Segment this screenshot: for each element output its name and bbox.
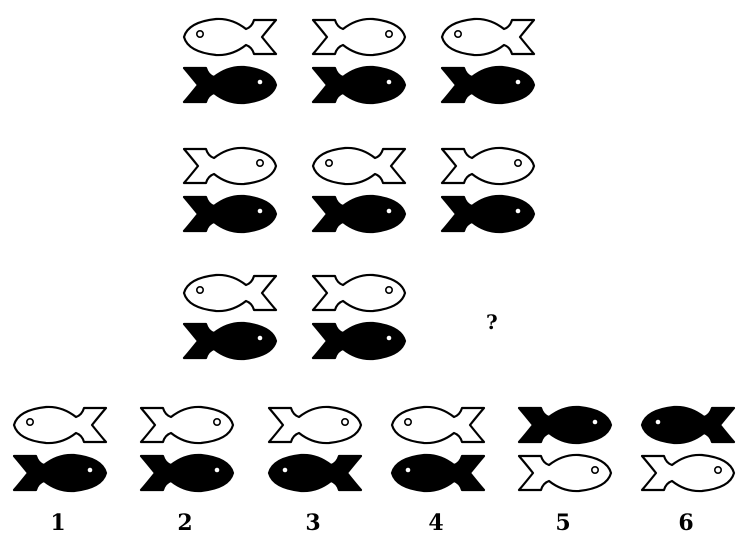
fish-eye [258,209,263,214]
fish-body [313,67,405,103]
fish-eye [593,420,598,425]
fish-body [313,196,405,232]
fish-eye [516,209,521,214]
black-fish-right-icon [438,191,538,237]
black-fish-left-icon [265,450,365,496]
option-label-3: 3 [298,512,328,534]
fish-body [313,323,405,359]
white-fish-right-icon [638,450,736,496]
black-fish-right-icon [180,318,280,364]
white-fish-right-icon [265,402,365,448]
fish-eye [715,467,721,473]
fish-eye [88,468,93,473]
white-fish-right-icon [309,270,409,316]
fish-eye [214,419,220,425]
fish-eye [342,419,348,425]
option-label-6: 6 [671,512,701,534]
fish-eye [515,160,521,166]
fish-eye [326,160,332,166]
fish-eye [386,287,392,293]
fish-eye [386,31,392,37]
fish-body [442,67,534,103]
black-fish-right-icon [180,62,280,108]
fish-body [141,455,233,491]
fish-eye [405,419,411,425]
fish-body [184,323,276,359]
fish-eye [197,287,203,293]
white-fish-left-icon [309,143,409,189]
fish-body [184,196,276,232]
black-fish-right-icon [438,62,538,108]
fish-eye [387,209,392,214]
white-fish-right-icon [309,14,409,60]
option-label-5: 5 [548,512,578,534]
option-label-1: 1 [43,512,73,534]
fish-eye [455,31,461,37]
black-fish-right-icon [180,191,280,237]
white-fish-left-icon [180,270,280,316]
fish-body [392,455,484,491]
white-fish-left-icon [180,14,280,60]
fish-body [14,455,106,491]
white-fish-left-icon [388,402,488,448]
black-fish-right-icon [10,450,110,496]
fish-eye [387,336,392,341]
fish-eye [406,468,411,473]
white-fish-left-icon [10,402,110,448]
black-fish-right-icon [137,450,237,496]
black-fish-left-icon [388,450,488,496]
white-fish-right-icon [438,143,538,189]
white-fish-right-icon [180,143,280,189]
fish-eye [258,80,263,85]
fish-body [642,407,734,443]
fish-eye [258,336,263,341]
missing-cell-question-mark: ? [486,312,498,332]
fish-eye [387,80,392,85]
fish-eye [516,80,521,85]
fish-body [442,196,534,232]
white-fish-right-icon [515,450,615,496]
black-fish-right-icon [515,402,615,448]
fish-eye [283,468,288,473]
fish-body [519,407,611,443]
fish-eye [197,31,203,37]
fish-body [269,455,361,491]
white-fish-left-icon [438,14,538,60]
fish-eye [592,467,598,473]
fish-eye [656,420,661,425]
option-label-2: 2 [170,512,200,534]
option-label-4: 4 [421,512,451,534]
black-fish-right-icon [309,318,409,364]
fish-body [184,67,276,103]
black-fish-right-icon [309,62,409,108]
fish-eye [215,468,220,473]
white-fish-right-icon [137,402,237,448]
fish-eye [27,419,33,425]
fish-eye [257,160,263,166]
black-fish-left-icon [638,402,736,448]
black-fish-right-icon [309,191,409,237]
